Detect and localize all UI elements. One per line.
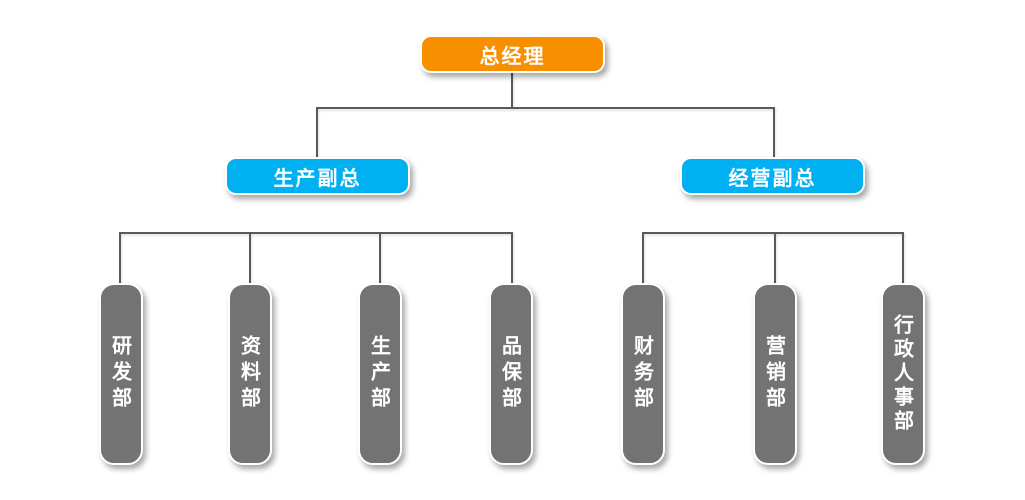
node-data-dept: 资料部 [228,283,272,465]
node-finance-dept: 财务部 [621,283,665,465]
connector-drop-dept-4 [511,232,513,283]
connector-drop-dept-1 [119,232,121,283]
connector-drop-dept-6 [774,232,776,283]
node-production-vp: 生产副总 [225,157,410,195]
connector-root-stem [511,73,513,108]
connector-drop-dept-7 [902,232,904,283]
node-qa-dept: 品保部 [489,283,533,465]
connector-production-rail [119,232,513,234]
connector-drop-manager-1 [316,107,318,158]
node-operations-vp: 经营副总 [680,157,865,195]
connector-drop-dept-5 [642,232,644,283]
connector-drop-dept-2 [249,232,251,283]
connector-operations-rail [642,232,904,234]
node-rnd-dept: 研发部 [99,283,143,465]
node-marketing-dept: 营销部 [753,283,797,465]
connector-drop-dept-3 [379,232,381,283]
node-production-dept: 生产部 [358,283,402,465]
node-admin-hr-dept: 行政人事部 [881,283,925,465]
connector-drop-manager-2 [773,107,775,158]
node-general-manager: 总经理 [420,35,605,73]
connector-level2-rail [316,107,775,109]
